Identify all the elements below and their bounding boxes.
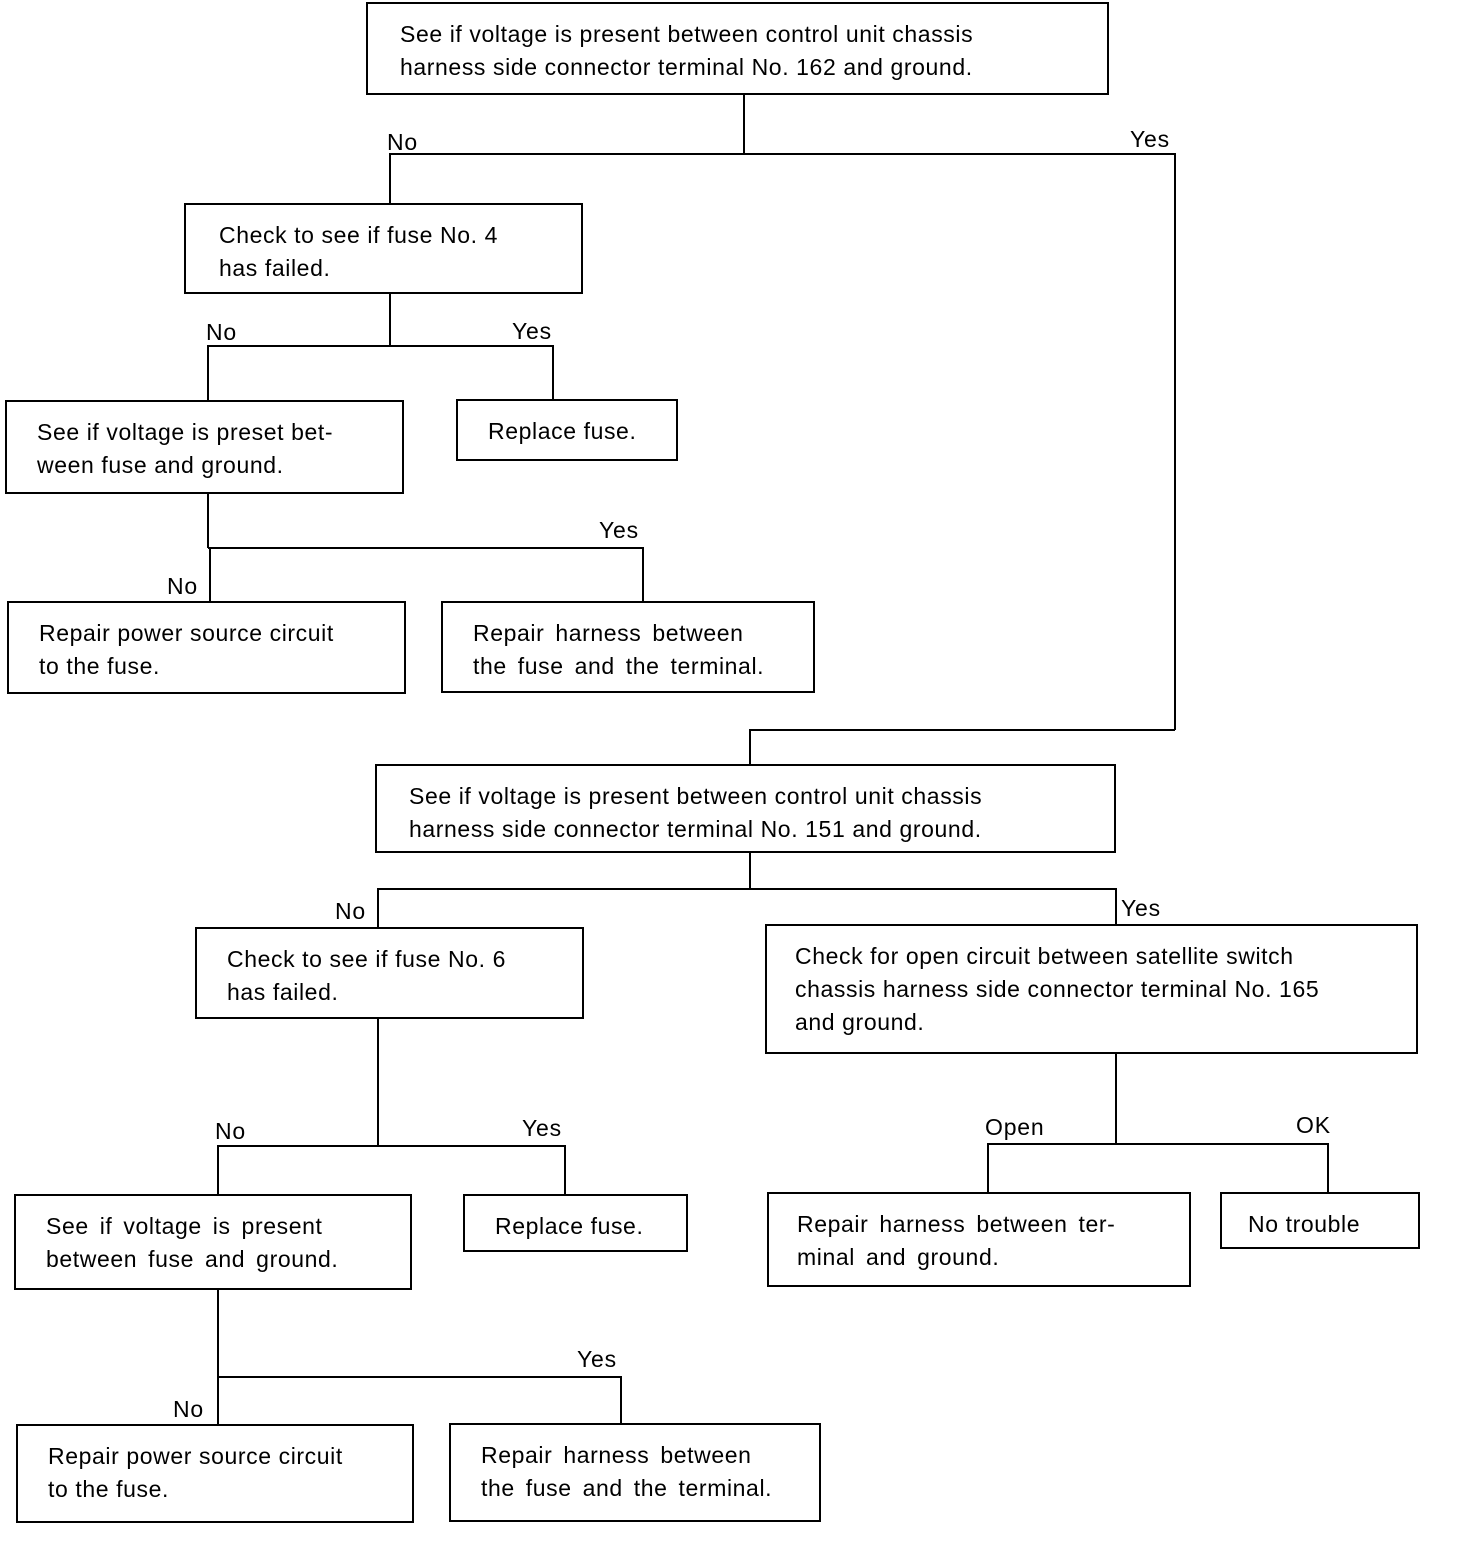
q1-yes-to-q4-line <box>749 729 1175 765</box>
q3-yes-line <box>208 547 644 602</box>
q6-open-label: Open <box>985 1114 1045 1140</box>
box-check-voltage-fuse-1: See if voltage is preset bet- ween fuse … <box>5 400 404 494</box>
box-repair-harness-1: Repair harness between the fuse and the … <box>441 601 815 693</box>
q2-yes-label: Yes <box>512 318 552 344</box>
box-replace-fuse-2: Replace fuse. <box>463 1194 688 1252</box>
q1-yes-line <box>744 153 1176 730</box>
q6-open-line <box>987 1143 1116 1193</box>
q4-no-label: No <box>335 898 367 924</box>
q2-no-label: No <box>206 319 238 345</box>
q4-yes-line <box>750 888 1117 925</box>
q5-no-line <box>217 1145 378 1195</box>
q3-no-label: No <box>167 573 199 599</box>
box-check-voltage-fuse-2: See if voltage is present between fuse a… <box>14 1194 412 1290</box>
box-check-fuse-4: Check to see if fuse No. 4 has failed. <box>184 203 583 294</box>
box-repair-harness-terminal-ground: Repair harness between ter- minal and gr… <box>767 1192 1191 1287</box>
box-check-fuse-6: Check to see if fuse No. 6 has failed. <box>195 927 584 1019</box>
box-repair-power-source-2: Repair power source circuit to the fuse. <box>16 1424 414 1523</box>
q7-yes-line <box>218 1376 622 1424</box>
box-repair-harness-2: Repair harness between the fuse and the … <box>449 1423 821 1522</box>
box-repair-power-source-1: Repair power source circuit to the fuse. <box>7 601 406 694</box>
q1-no-line <box>389 153 744 204</box>
q2-yes-line <box>390 345 554 400</box>
q2-no-line <box>207 345 390 401</box>
box-replace-fuse-1: Replace fuse. <box>456 399 678 461</box>
q4-yes-label: Yes <box>1121 895 1161 921</box>
q7-no-label: No <box>173 1396 205 1422</box>
q5-no-label: No <box>215 1118 247 1144</box>
q5-yes-label: Yes <box>522 1115 562 1141</box>
q3-yes-label: Yes <box>599 517 639 543</box>
box-check-terminal-151: See if voltage is present between contro… <box>375 764 1116 853</box>
box-check-open-circuit-165: Check for open circuit between satellite… <box>765 924 1418 1054</box>
q7-yes-label: Yes <box>577 1346 617 1372</box>
q5-yes-line <box>378 1145 566 1195</box>
q6-ok-line <box>1116 1143 1329 1193</box>
q6-ok-label: OK <box>1296 1112 1331 1138</box>
q4-no-line <box>377 888 750 928</box>
q1-yes-label: Yes <box>1130 126 1170 152</box>
box-no-trouble: No trouble <box>1220 1192 1420 1249</box>
box-check-terminal-162: See if voltage is present between contro… <box>366 2 1109 95</box>
q1-no-label: No <box>387 129 419 155</box>
q3-no-line <box>208 547 211 602</box>
